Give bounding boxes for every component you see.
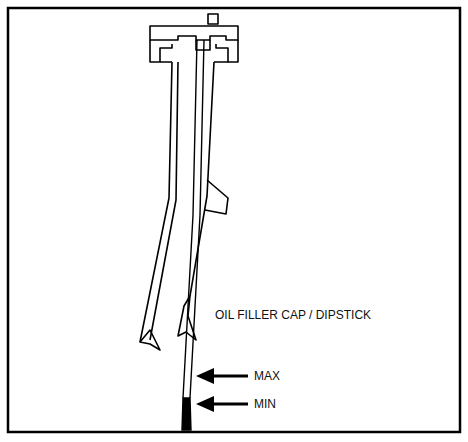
- filler-cap: [150, 14, 238, 62]
- part-label: OIL FILLER CAP / DIPSTICK: [215, 308, 371, 322]
- dipstick-rod: [182, 40, 204, 430]
- level-label: MIN: [254, 397, 276, 411]
- frame-border: [8, 8, 460, 432]
- level-label: MAX: [254, 369, 280, 383]
- filler-tube: [140, 62, 228, 350]
- level-arrows: [196, 368, 248, 412]
